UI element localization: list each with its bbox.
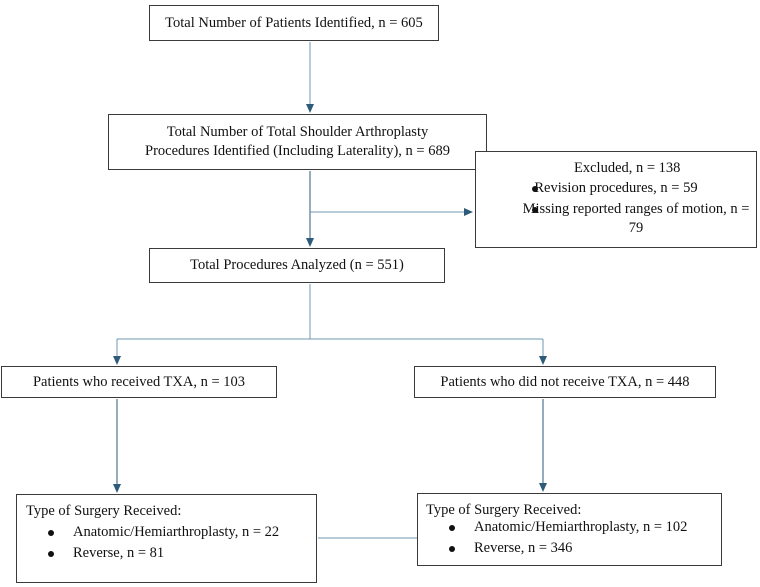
procedures-analyzed-box: Total Procedures Analyzed (n = 551) bbox=[149, 248, 445, 283]
txa-received-box: Patients who received TXA, n = 103 bbox=[1, 366, 277, 398]
total-procedures-line-1: Total Number of Total Shoulder Arthropla… bbox=[166, 124, 429, 140]
excluded-item-revision: Revision procedures, n = 59 bbox=[476, 179, 756, 198]
txa-not-received-text: Patients who did not receive TXA, n = 44… bbox=[440, 373, 690, 390]
surgery-no-txa-anatomic: Anatomic/Hemiarthroplasty, n = 102 bbox=[448, 519, 688, 535]
txa-received-text: Patients who received TXA, n = 103 bbox=[32, 373, 246, 390]
excluded-item-missing-motion: Missing reported ranges of motion, n = 7… bbox=[516, 200, 756, 238]
surgery-type-txa-title: Type of Surgery Received: bbox=[26, 503, 182, 519]
excluded-box: Excluded, n = 138 Revision procedures, n… bbox=[475, 151, 757, 248]
surgery-txa-reverse: Reverse, n = 81 bbox=[47, 545, 165, 561]
total-patients-text: Total Number of Patients Identified, n =… bbox=[165, 14, 423, 31]
procedures-analyzed-text: Total Procedures Analyzed (n = 551) bbox=[190, 257, 404, 273]
surgery-type-no-txa-box: Type of Surgery Received: Anatomic/Hemia… bbox=[417, 493, 722, 566]
surgery-txa-anatomic: Anatomic/Hemiarthroplasty, n = 22 bbox=[47, 524, 280, 540]
total-procedures-box: Total Number of Total Shoulder Arthropla… bbox=[108, 114, 487, 170]
total-procedures-line-2: Procedures Identified (Including Lateral… bbox=[145, 143, 450, 159]
total-patients-box: Total Number of Patients Identified, n =… bbox=[149, 5, 439, 41]
txa-not-received-box: Patients who did not receive TXA, n = 44… bbox=[414, 366, 716, 398]
surgery-type-no-txa-title: Type of Surgery Received: bbox=[426, 502, 582, 518]
surgery-no-txa-reverse: Reverse, n = 346 bbox=[448, 540, 573, 556]
surgery-type-txa-box: Type of Surgery Received: Anatomic/Hemia… bbox=[16, 494, 317, 583]
excluded-title: Excluded, n = 138 bbox=[574, 160, 681, 176]
